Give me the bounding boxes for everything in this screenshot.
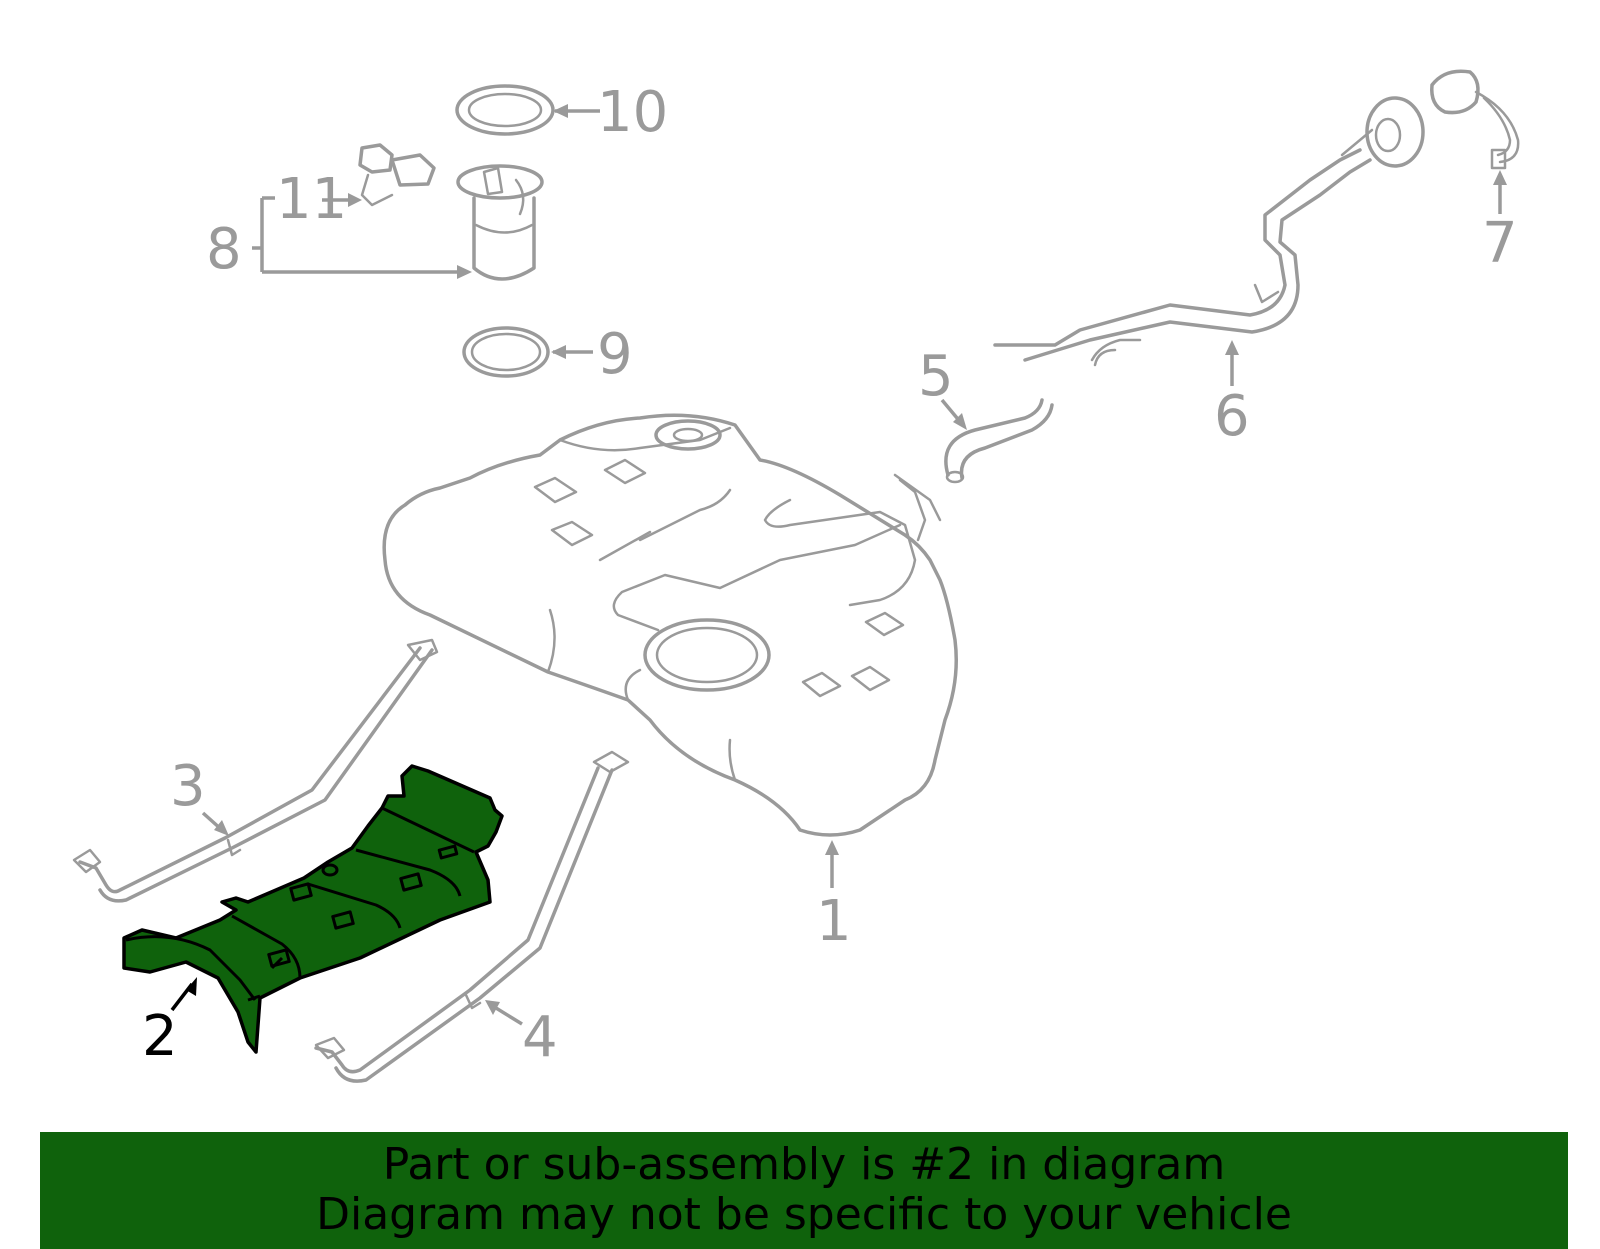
part-10-lock-ring <box>455 84 555 136</box>
callout-10: 10 <box>553 80 668 145</box>
callout-2-label: 2 <box>142 1004 178 1069</box>
callout-5-label: 5 <box>918 344 954 409</box>
part-6-filler-pipe <box>993 96 1425 367</box>
callout-2: 2 <box>142 977 197 1069</box>
callout-4: 4 <box>485 1000 558 1070</box>
callout-6-label: 6 <box>1214 384 1250 449</box>
info-banner: Part or sub-assembly is #2 in diagram Di… <box>40 1132 1568 1249</box>
part-4-tank-strap <box>314 750 630 1083</box>
callout-7-label: 7 <box>1482 211 1518 276</box>
callout-3-label: 3 <box>170 754 206 819</box>
callout-5: 5 <box>918 344 967 430</box>
part-11-fuel-level-sender <box>358 143 436 207</box>
callout-7: 7 <box>1482 170 1518 276</box>
callout-4-label: 4 <box>522 1005 558 1070</box>
callout-11-label: 11 <box>276 167 347 232</box>
part-1-fuel-tank <box>382 413 958 837</box>
part-2-heat-shield <box>122 764 504 1054</box>
part-7-fuel-cap <box>1430 69 1520 170</box>
callout-8: 8 <box>206 196 472 282</box>
banner-line-1: Part or sub-assembly is #2 in diagram <box>382 1139 1226 1190</box>
callout-3: 3 <box>170 754 229 836</box>
part-5-filler-hose <box>944 398 1054 484</box>
callout-1-label: 1 <box>816 889 852 954</box>
part-3-tank-strap <box>72 638 439 903</box>
banner-line-2: Diagram may not be specific to your vehi… <box>316 1189 1292 1240</box>
callout-9: 9 <box>551 322 633 387</box>
part-9-o-ring <box>462 326 550 378</box>
callout-10-label: 10 <box>597 80 668 145</box>
callout-11: 11 <box>276 167 362 232</box>
callout-9-label: 9 <box>597 322 633 387</box>
callout-8-label: 8 <box>206 217 242 282</box>
callout-1: 1 <box>816 840 852 954</box>
exploded-parts-diagram: 10 11 8 9 <box>72 69 1520 1083</box>
callout-6: 6 <box>1214 340 1250 449</box>
part-8-fuel-pump-module <box>456 164 544 281</box>
